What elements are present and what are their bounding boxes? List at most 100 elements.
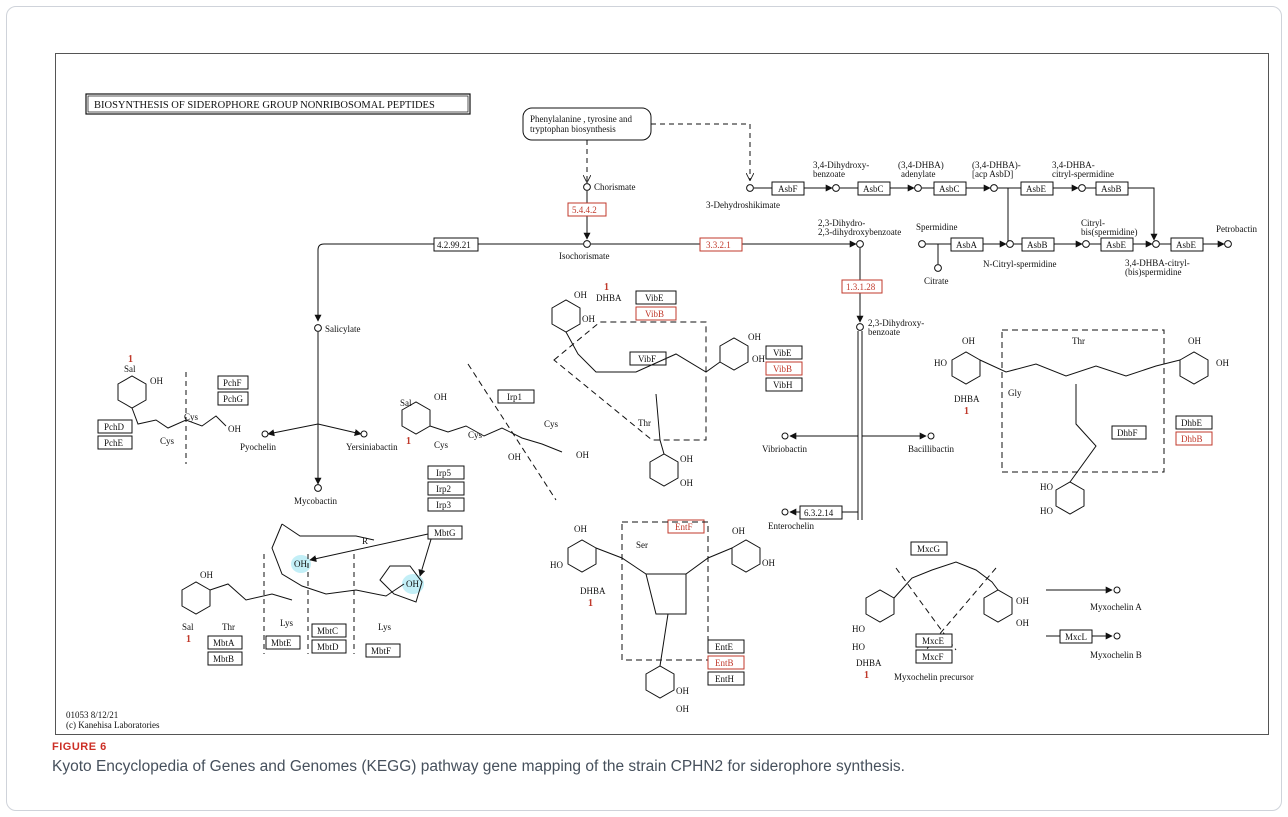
enzyme-DhbF[interactable]: DhbF: [1111, 425, 1147, 440]
diagram-text-label: OH: [680, 478, 693, 488]
enzyme-VibF[interactable]: VibF: [629, 351, 667, 366]
enzyme-VibE-1[interactable]: VibE: [635, 290, 677, 305]
diagram-text-label: MbtC: [317, 626, 338, 636]
enzyme-VibB-2[interactable]: VibB: [765, 361, 803, 376]
pathway-link-label-2: tryptophan biosynthesis: [530, 124, 616, 134]
enzyme-MbtA[interactable]: MbtA: [207, 635, 243, 650]
diagram-text-label: PchE: [104, 438, 124, 448]
diagram-text-label: OH: [1188, 336, 1201, 346]
enzyme-VibH[interactable]: VibH: [765, 377, 803, 392]
diagram-text-label: 1: [186, 634, 191, 645]
enzyme-AsbE-3[interactable]: AsbE: [1170, 237, 1204, 252]
enzyme-AsbB-1[interactable]: AsbB: [1095, 181, 1129, 196]
enzyme-VibE-2[interactable]: VibE: [765, 345, 803, 360]
enzyme-1.3.1.28[interactable]: 1.3.1.28: [841, 279, 883, 294]
diagram-text-label: 1: [588, 598, 593, 609]
diagram-text-label: OH: [434, 392, 447, 402]
dhb-label-2: benzoate: [813, 169, 845, 179]
dehydroshikimate-label: 3-Dehydroshikimate: [706, 200, 780, 210]
figure-caption: Kyoto Encyclopedia of Genes and Genomes …: [52, 758, 905, 775]
dhba-adenylate-label-1: (3,4-DHBA): [898, 160, 944, 170]
diagram-text-label: R: [362, 536, 368, 546]
diagram-text-label: Thr: [638, 418, 651, 428]
enzyme-PchF[interactable]: PchF: [217, 375, 249, 390]
enzyme-6.3.2.14[interactable]: 6.3.2.14: [799, 505, 843, 520]
enzyme-Irp3[interactable]: Irp3: [427, 497, 465, 512]
diagram-text-label: 3.3.2.1: [706, 240, 731, 250]
enzyme-AsbE-2[interactable]: AsbE: [1100, 237, 1134, 252]
diagram-text-label: OH: [762, 558, 775, 568]
enzyme-EntH[interactable]: EntH: [707, 671, 745, 686]
diagram-text-label: Irp1: [507, 392, 522, 402]
diagram-text-label: OH: [200, 570, 213, 580]
diagram-text-label: DhbE: [1181, 418, 1202, 428]
enzyme-3.3.2.1[interactable]: 3.3.2.1: [699, 237, 743, 252]
dihydroxy-label-2: benzoate: [868, 327, 900, 337]
enzyme-AsbC-2[interactable]: AsbC: [933, 181, 967, 196]
dhba-adenylate-label-2: adenylate: [901, 169, 935, 179]
enzyme-MxcG[interactable]: MxcG: [910, 541, 948, 556]
pyochelin-label: Pyochelin: [240, 442, 276, 452]
enzyme-PchE[interactable]: PchE: [97, 435, 133, 450]
enzyme-MbtG[interactable]: MbtG: [427, 525, 463, 540]
enzyme-PchD[interactable]: PchD: [97, 419, 133, 434]
diagram-text-label: 1.3.1.28: [846, 282, 876, 292]
enzyme-MbtD[interactable]: MbtD: [311, 639, 347, 654]
enzyme-DhbB[interactable]: DhbB: [1175, 431, 1213, 446]
dihydroxy-label-1: 2,3-Dihydroxy-: [868, 318, 924, 328]
enzyme-AsbB-2[interactable]: AsbB: [1021, 237, 1055, 252]
enzyme-MbtF[interactable]: MbtF: [365, 643, 401, 658]
diagram-text-label: OH: [752, 354, 765, 364]
diagram-text-label: EntH: [715, 674, 734, 684]
diagram-text-label: 5.4.4.2: [572, 205, 597, 215]
diagram-text-label: OH: [582, 314, 595, 324]
acp-label-2: [acp AsbD]: [972, 169, 1013, 179]
diagram-text-label: Cys: [160, 436, 175, 446]
diagram-text-label: Cys: [434, 440, 449, 450]
enzyme-AsbC-1[interactable]: AsbC: [857, 181, 891, 196]
citryl-bis-label-1: Citryl-: [1081, 218, 1105, 228]
citryl-spermidine-label-1: 3,4-DHBA-: [1052, 160, 1095, 170]
enzyme-4.2.99.21[interactable]: 4.2.99.21: [433, 237, 479, 252]
enzyme-EntE[interactable]: EntE: [707, 639, 745, 654]
diagram-text-label: OH: [574, 524, 587, 534]
enzyme-EntB[interactable]: EntB: [707, 655, 745, 670]
diagram-text-label: Sal: [124, 364, 136, 374]
enzyme-EntF[interactable]: EntF: [667, 519, 705, 534]
enzyme-Irp1[interactable]: Irp1: [497, 389, 535, 404]
myxochelin-b-label: Myxochelin B: [1090, 650, 1142, 660]
diagram-text-label: DhbB: [1181, 434, 1203, 444]
chorismate-label: Chorismate: [594, 182, 636, 192]
diagram-text-label: 4.2.99.21: [437, 240, 471, 250]
enzyme-MxcF[interactable]: MxcF: [915, 649, 953, 664]
diagram-text-label: 1: [964, 406, 969, 417]
diagram-text-label: VibB: [645, 309, 664, 319]
enzyme-AsbA[interactable]: AsbA: [950, 237, 984, 252]
enzyme-MbtE[interactable]: MbtE: [265, 635, 301, 650]
figure-frame: BIOSYNTHESIS OF SIDEROPHORE GROUP NONRIB…: [6, 6, 1282, 811]
diagram-text-label: Thr: [222, 622, 235, 632]
diagram-text-label: OH: [1016, 618, 1029, 628]
enzyme-VibB-1[interactable]: VibB: [635, 306, 677, 321]
pathway-link-label-1: Phenylalanine , tyrosine and: [530, 114, 632, 124]
diagram-text-label: HO: [1040, 506, 1053, 516]
enzyme-Irp5[interactable]: Irp5: [427, 465, 465, 480]
enzyme-5.4.4.2[interactable]: 5.4.4.2: [567, 202, 607, 217]
pathway-svg: BIOSYNTHESIS OF SIDEROPHORE GROUP NONRIB…: [66, 93, 1257, 730]
diagram-text-label: DHBA: [954, 394, 980, 404]
diagram-text-label: OH: [294, 559, 307, 569]
enzyme-MxcL[interactable]: MxcL: [1059, 629, 1093, 644]
enzyme-MbtB[interactable]: MbtB: [207, 651, 243, 666]
enzyme-DhbE[interactable]: DhbE: [1175, 415, 1213, 430]
enzyme-AsbF[interactable]: AsbF: [771, 181, 805, 196]
diagram-text-label: HO: [1040, 482, 1053, 492]
enzyme-AsbE-1[interactable]: AsbE: [1020, 181, 1054, 196]
enzyme-PchG[interactable]: PchG: [217, 391, 249, 406]
diagram-text-label: AsbB: [1101, 184, 1122, 194]
enzyme-MxcE[interactable]: MxcE: [915, 633, 953, 648]
enzyme-MbtC[interactable]: MbtC: [311, 623, 347, 638]
enzyme-Irp2[interactable]: Irp2: [427, 481, 465, 496]
dihydro-label-2: 2,3-dihydroxybenzoate: [818, 227, 901, 237]
diagram-text-label: Cys: [544, 419, 559, 429]
n-citryl-spermidine-label: N-Citryl-spermidine: [983, 259, 1057, 269]
